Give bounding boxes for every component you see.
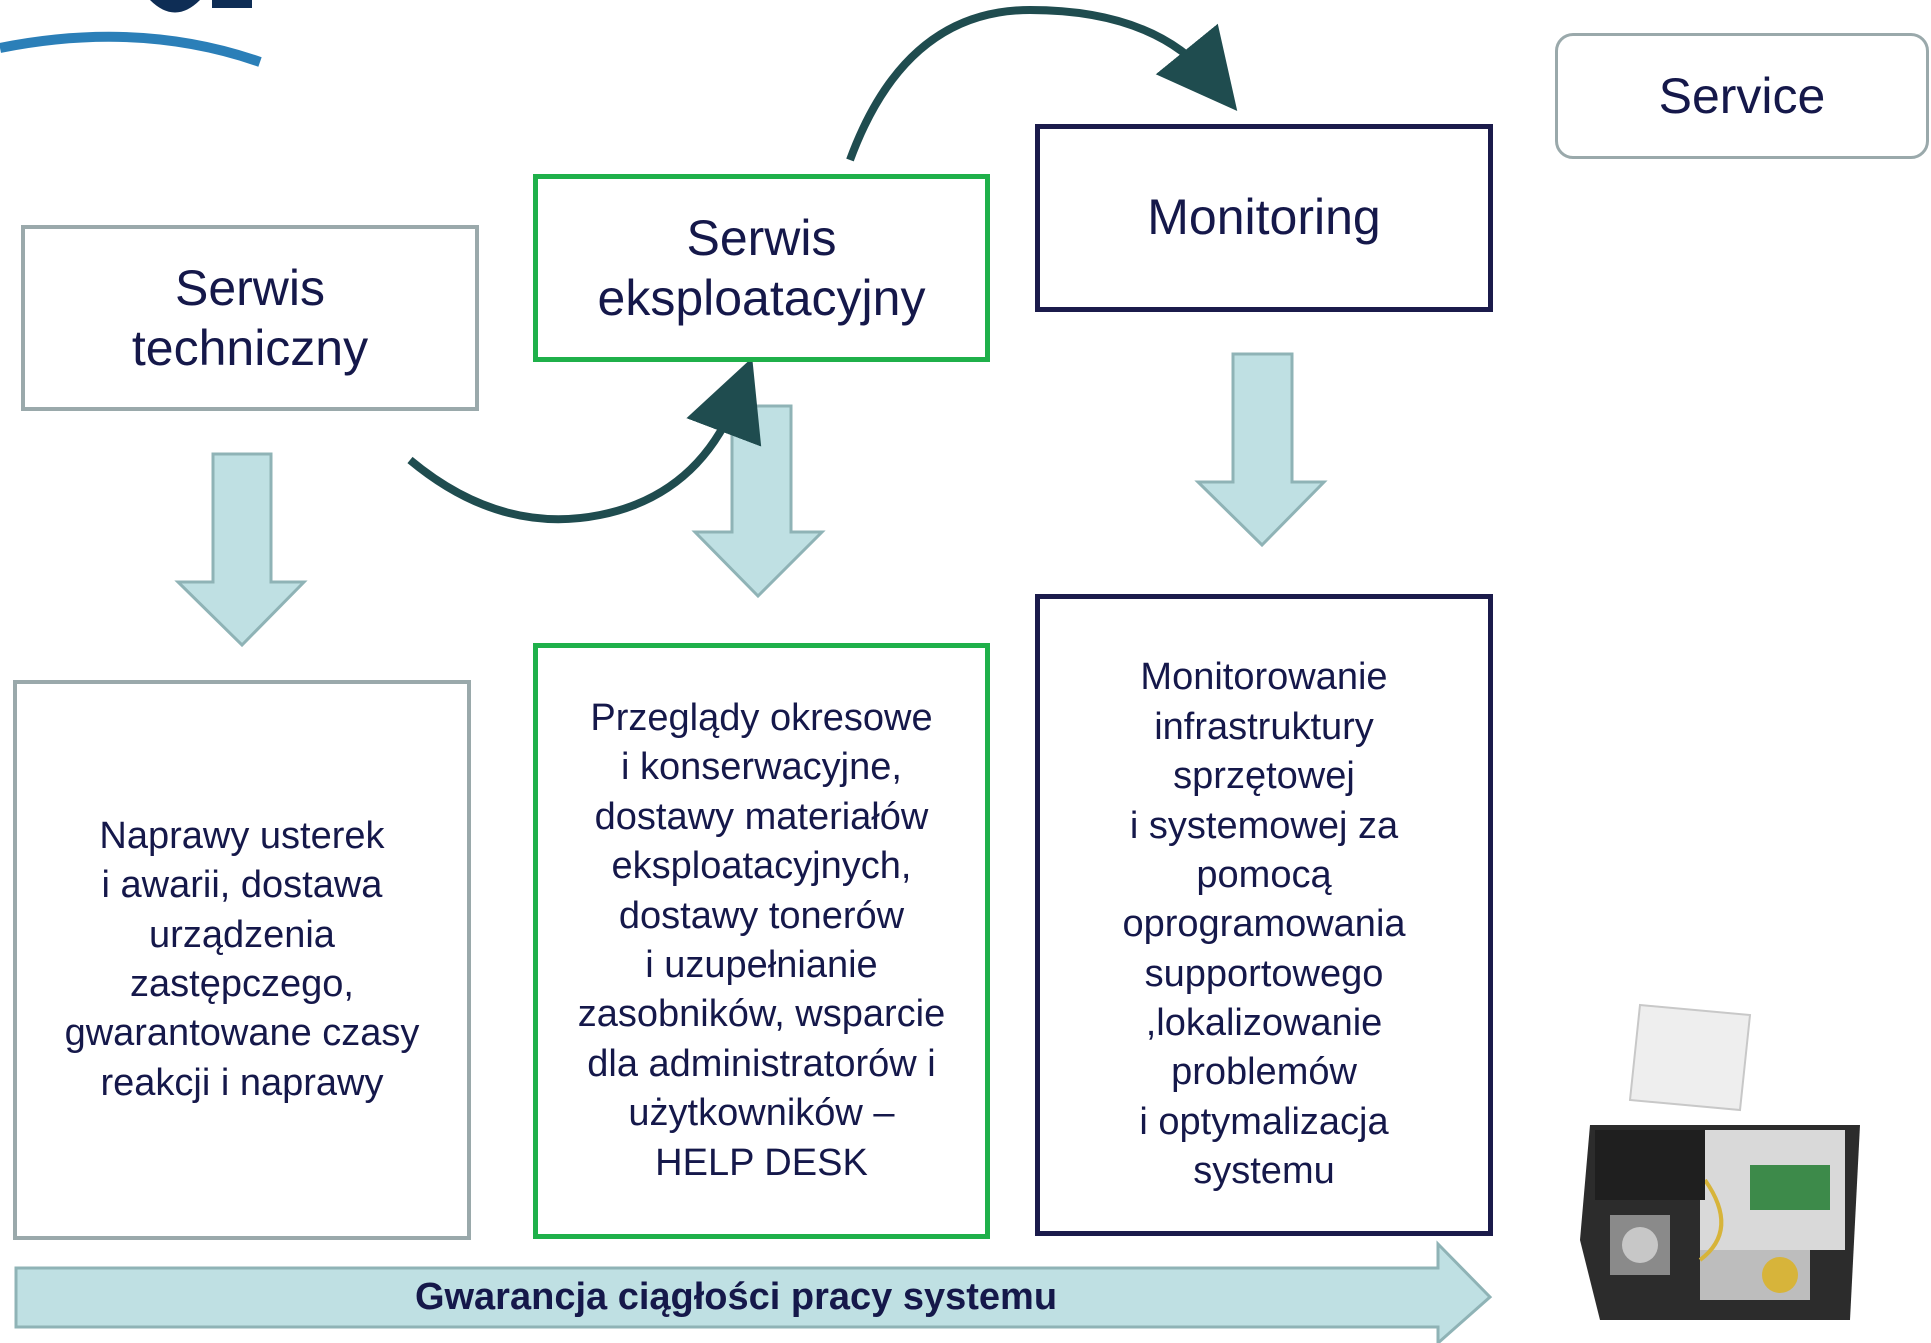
- down-arrow-2: [691, 404, 826, 599]
- down-arrow-1: [174, 452, 308, 648]
- printer-image: [1580, 1003, 1860, 1320]
- header-monitoring: Monitoring: [1035, 124, 1493, 312]
- banner-label: Gwarancja ciągłości pracy systemu: [414, 1276, 1058, 1318]
- curved-arrow-1: [407, 357, 762, 524]
- service-badge: Service: [1555, 33, 1929, 159]
- down-arrow-3: [1194, 352, 1328, 548]
- curved-arrow-2: [846, 5, 1238, 162]
- header-serwis-techniczny: Serwis techniczny: [21, 225, 479, 411]
- banner-arrow: [14, 1240, 1493, 1343]
- body-serwis-eksploatacyjny: Przeglądy okresowe i konserwacyjne, dost…: [533, 643, 990, 1239]
- body-monitoring: Monitorowanie infrastruktury sprzętowej …: [1035, 594, 1493, 1236]
- service-label: Service: [1658, 68, 1826, 124]
- header-serwis-eksploatacyjny: Serwis eksploatacyjny: [533, 174, 990, 362]
- logo-fragment: [0, 0, 262, 67]
- body-serwis-techniczny: Naprawy usterek i awarii, dostawa urządz…: [13, 680, 471, 1240]
